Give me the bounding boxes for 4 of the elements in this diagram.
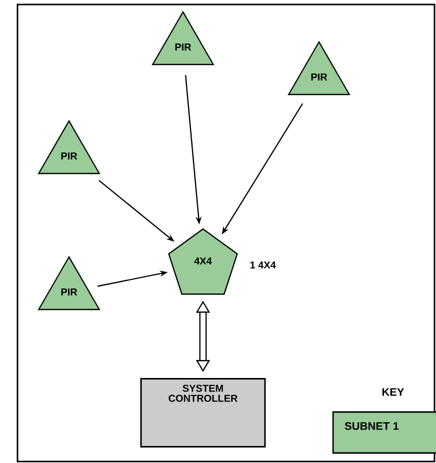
pentagon-node: 4X4: [168, 228, 238, 295]
key-heading: KEY: [382, 388, 404, 396]
node-caption: 1 4X4: [250, 262, 276, 268]
controller-box: SYSTEM CONTROLLER: [140, 378, 266, 448]
